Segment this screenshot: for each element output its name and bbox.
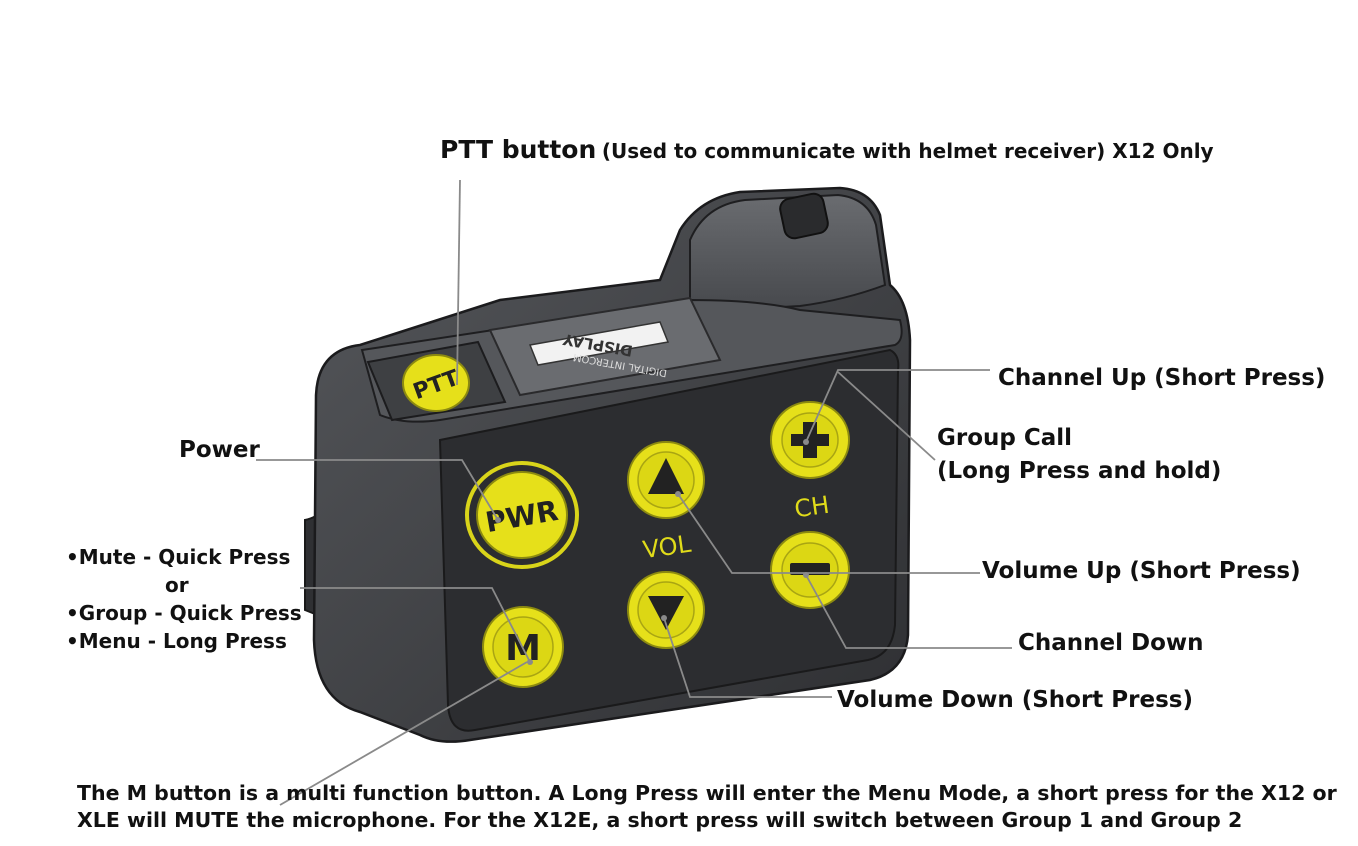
channel-up-button[interactable] bbox=[770, 401, 850, 479]
ptt-callout: PTT button (Used to communicate with hel… bbox=[440, 135, 1214, 164]
leader-mute bbox=[300, 587, 531, 663]
group-callout: •Group - Quick Press bbox=[66, 601, 302, 625]
ch-label: CH bbox=[793, 491, 831, 524]
leader-group-call bbox=[837, 371, 936, 461]
volume-up-button[interactable] bbox=[627, 441, 705, 519]
ptt-callout-detail: (Used to communicate with helmet receive… bbox=[601, 139, 1214, 163]
menu-callout: •Menu - Long Press bbox=[66, 629, 287, 653]
vol-label: VOL bbox=[641, 530, 693, 565]
channel-down-button[interactable] bbox=[770, 531, 850, 609]
volume-down-callout: Volume Down (Short Press) bbox=[837, 687, 1193, 713]
mute-callout: •Mute - Quick Press bbox=[66, 545, 291, 569]
triangle-down-icon bbox=[648, 596, 684, 630]
pwr-button[interactable]: PWR bbox=[465, 461, 579, 569]
triangle-up-icon bbox=[648, 458, 684, 494]
ptt-callout-title: PTT button bbox=[440, 135, 597, 164]
or-callout: or bbox=[165, 573, 189, 597]
leader-ptt bbox=[456, 179, 461, 386]
group-call-callout-line1: Group Call bbox=[937, 425, 1073, 451]
leader-lines bbox=[256, 179, 1012, 806]
volume-down-button[interactable] bbox=[627, 571, 705, 649]
group-call-callout-line2: (Long Press and hold) bbox=[937, 458, 1222, 484]
device-top-hump bbox=[689, 193, 887, 314]
channel-down-callout: Channel Down bbox=[1018, 630, 1204, 656]
leader-m-note bbox=[279, 661, 528, 806]
channel-up-callout: Channel Up (Short Press) bbox=[998, 365, 1326, 391]
leader-volume-up bbox=[677, 493, 980, 574]
m-button-note-line1: The M button is a multi function button.… bbox=[77, 781, 1337, 805]
m-button-note-line2: XLE will MUTE the microphone. For the X1… bbox=[77, 808, 1243, 832]
usb-port bbox=[779, 192, 829, 240]
power-callout: Power bbox=[179, 437, 260, 463]
plus-icon bbox=[791, 422, 829, 458]
leader-power bbox=[256, 459, 499, 521]
volume-up-callout: Volume Up (Short Press) bbox=[982, 558, 1301, 584]
minus-icon bbox=[790, 563, 830, 575]
ptt-button[interactable]: PTT bbox=[402, 354, 470, 412]
leader-dots bbox=[495, 439, 809, 665]
leader-channel-down bbox=[805, 574, 1012, 649]
leader-volume-down bbox=[663, 617, 832, 698]
leader-channel-up bbox=[805, 369, 990, 443]
